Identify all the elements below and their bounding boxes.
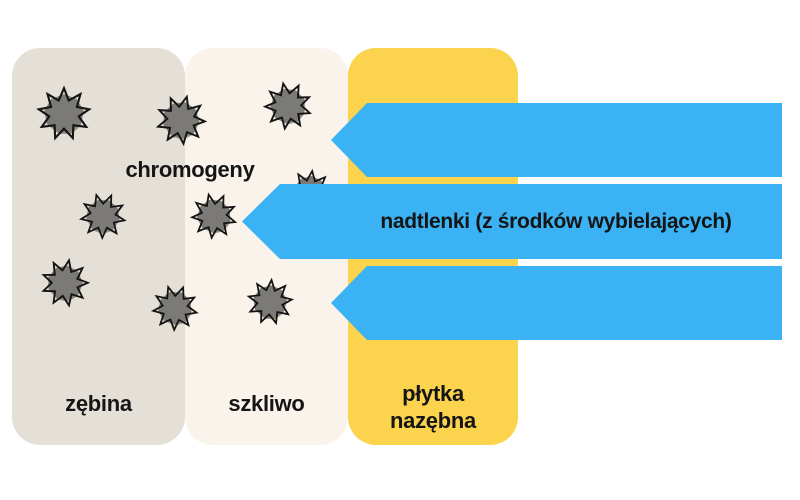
peroxide-arrow-top (331, 103, 782, 177)
enamel-label: szkliwo (228, 391, 305, 416)
plaque-label-line1: płytka (402, 381, 464, 406)
chromogens-label: chromogeny (125, 157, 255, 182)
peroxide-arrow-middle: nadtlenki (z środków wybielających) (242, 184, 782, 259)
dentin-column (12, 48, 185, 445)
plaque-label-line2: nazębna (390, 408, 476, 433)
dentin-label: zębina (65, 391, 132, 416)
peroxides-label: nadtlenki (z środków wybielających) (380, 209, 732, 233)
peroxide-arrow-bottom (331, 266, 782, 340)
plaque-label: płytka nazębna (348, 378, 518, 436)
